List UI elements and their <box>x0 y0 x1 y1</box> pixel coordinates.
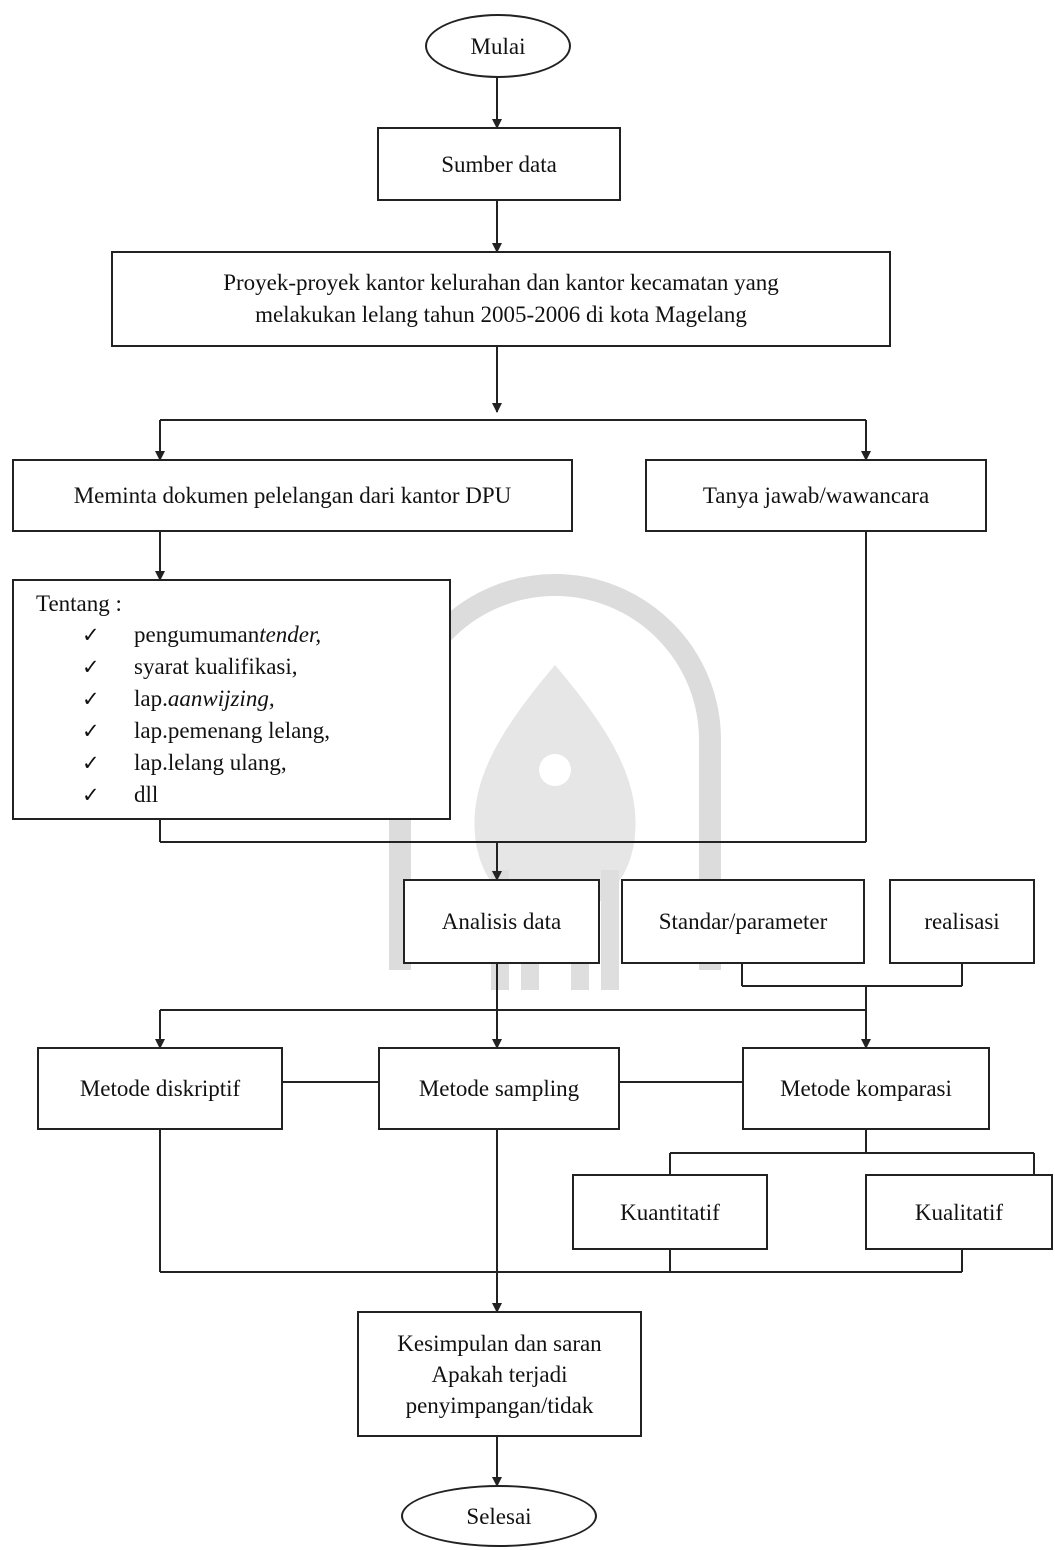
conclusion-line-1: Kesimpulan dan saran <box>397 1330 602 1356</box>
topic-item: ✓ syarat kualifikasi, <box>82 651 449 683</box>
quantitative-label: Kuantitatif <box>620 1199 720 1225</box>
comparison-method-box: Metode komparasi <box>742 1047 990 1130</box>
end-terminal: Selesai <box>401 1485 597 1547</box>
comparison-method-label: Metode komparasi <box>780 1076 952 1101</box>
topic-item-text: lap. <box>134 686 168 711</box>
topic-item: ✓ lap.aanwijzing, <box>82 683 449 715</box>
conclusion-line-2: Apakah terjadi <box>431 1361 568 1387</box>
data-analysis-label: Analisis data <box>441 909 562 934</box>
sampling-method-label: Metode sampling <box>418 1076 580 1101</box>
projects-line-2: melakukan lelang tahun 2005-2006 di kota… <box>255 302 747 327</box>
data-analysis-box: Analisis data <box>403 879 600 964</box>
topic-item-text: lap.lelang ulang, <box>134 750 287 775</box>
realization-label: realisasi <box>924 909 1000 934</box>
interview-box: Tanya jawab/wawancara <box>645 459 987 532</box>
checkmark-icon: ✓ <box>82 655 100 679</box>
data-source-label: Sumber data <box>441 151 557 177</box>
conclusion-box: Kesimpulan dan saran Apakah terjadi peny… <box>357 1311 642 1437</box>
topic-item-text: dll <box>134 782 159 807</box>
topic-item-text: pengumuman <box>134 622 260 647</box>
qualitative-box: Kualitatif <box>865 1174 1053 1250</box>
sampling-method-box: Metode sampling <box>378 1047 620 1130</box>
checkmark-icon: ✓ <box>82 623 100 647</box>
start-label: Mulai <box>470 33 526 59</box>
topic-item: ✓ dll <box>82 779 449 811</box>
conclusion-line-3: penyimpangan/tidak <box>405 1392 594 1418</box>
realization-box: realisasi <box>889 879 1035 964</box>
qualitative-label: Kualitatif <box>914 1199 1004 1225</box>
request-documents-box: Meminta dokumen pelelangan dari kantor D… <box>12 459 573 532</box>
topics-title: Tentang : <box>36 591 122 616</box>
projects-box: Proyek-proyek kantor kelurahan dan kanto… <box>111 251 891 347</box>
standard-parameter-label: Standar/parameter <box>658 909 828 934</box>
topic-item: ✓ lap.lelang ulang, <box>82 747 449 779</box>
topic-item: ✓ pengumuman tender, <box>82 619 449 651</box>
topics-box: Tentang : ✓ pengumuman tender, ✓ syarat ku… <box>12 579 451 820</box>
start-terminal: Mulai <box>425 14 571 78</box>
descriptive-method-label: Metode diskriptif <box>79 1076 241 1101</box>
topic-item-text: syarat kualifikasi, <box>134 654 298 679</box>
descriptive-method-box: Metode diskriptif <box>37 1047 283 1130</box>
checkmark-icon: ✓ <box>82 783 100 807</box>
projects-line-1: Proyek-proyek kantor kelurahan dan kanto… <box>223 270 779 295</box>
data-source-box: Sumber data <box>377 127 621 201</box>
topic-item-text: lap.pemenang lelang, <box>134 718 331 743</box>
topic-item: ✓ lap.pemenang lelang, <box>82 715 449 747</box>
end-label: Selesai <box>466 1503 532 1529</box>
interview-label: Tanya jawab/wawancara <box>702 483 930 508</box>
topics-list: ✓ pengumuman tender, ✓ syarat kualifikasi,… <box>14 619 449 811</box>
request-documents-label: Meminta dokumen pelelangan dari kantor D… <box>73 483 512 508</box>
checkmark-icon: ✓ <box>82 687 100 711</box>
topic-item-italic: tender, <box>259 622 322 647</box>
checkmark-icon: ✓ <box>82 719 100 743</box>
quantitative-box: Kuantitatif <box>572 1174 768 1250</box>
checkmark-icon: ✓ <box>82 751 100 775</box>
topic-item-italic: aanwijzing, <box>167 686 275 711</box>
standard-parameter-box: Standar/parameter <box>621 879 865 964</box>
